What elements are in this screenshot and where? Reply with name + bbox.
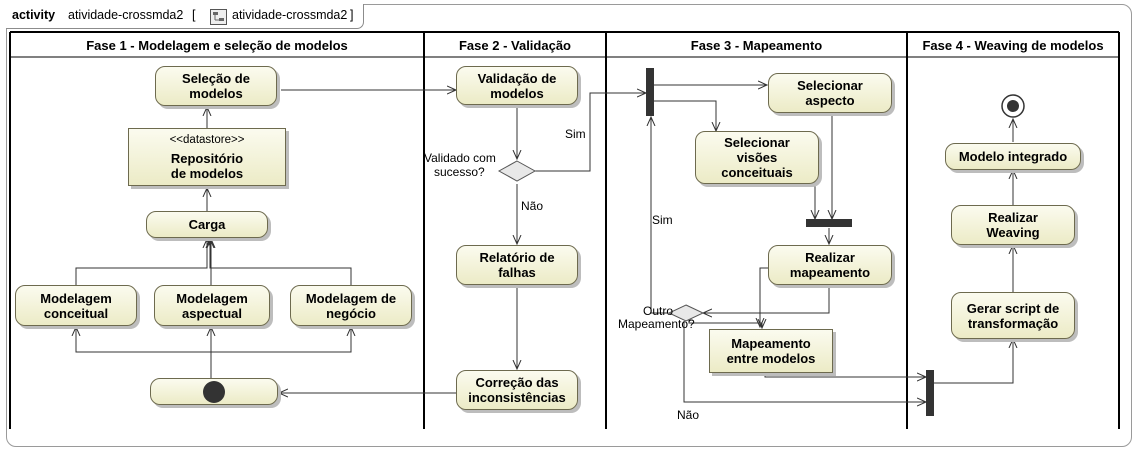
stereotype-label: <<datastore>> [169, 134, 245, 146]
node-text: aspecto [805, 93, 855, 108]
node-text: Weaving [986, 225, 1040, 240]
node-text: Selecionar [724, 135, 790, 150]
node-text: Modelagem [40, 290, 112, 306]
activity-diagram-icon [210, 9, 227, 25]
frame-bracket-close: ] [350, 8, 354, 22]
node-text: Repositório [170, 151, 244, 166]
final-node [1001, 94, 1025, 118]
initial-node [203, 381, 225, 403]
node-text: modelos [490, 85, 544, 101]
action-modelagem-conceitual[interactable]: Modelagem conceitual [15, 285, 137, 326]
action-selecionar-visoes[interactable]: Selecionar visões conceituais [695, 131, 819, 184]
fork-bar-fase3 [646, 68, 654, 116]
action-modelo-integrado[interactable]: Modelo integrado [945, 143, 1081, 170]
frame-name: atividade-crossmda2 [68, 8, 184, 22]
node-text: Realizar [805, 250, 855, 265]
node-text: modelos [189, 86, 243, 101]
edge-realizar-to-decision [703, 284, 830, 313]
node-text: conceituais [721, 165, 793, 180]
node-text: Modelo integrado [958, 149, 1068, 164]
decision-validado [497, 160, 537, 182]
label-validado-line2: sucesso? [434, 165, 485, 179]
join-bar-fase4 [926, 370, 934, 416]
join-bar-fase3 [806, 219, 852, 227]
decision-outro-mapeamento [667, 304, 705, 322]
label-sim-mapeamento: Sim [652, 213, 673, 227]
node-text: de modelos [170, 166, 244, 181]
edge-fork-to-conceitual [76, 327, 211, 353]
action-mapeamento-entre-modelos[interactable]: Mapeamento entre modelos [709, 329, 833, 373]
label-outro-line1: Outro [643, 304, 674, 318]
frame-keyword: activity [12, 8, 56, 22]
node-text: Validação de [477, 70, 557, 86]
node-text: Modelagem [176, 290, 248, 306]
node-text: Correção das [475, 375, 559, 390]
initial-node-container[interactable] [150, 378, 278, 405]
action-correcao-inconsistencias[interactable]: Correção das inconsistências [456, 370, 578, 410]
action-selecao-modelos[interactable]: Seleção de modelos [155, 66, 277, 106]
node-text: mapeamento [789, 265, 871, 280]
node-text: transformação [967, 315, 1059, 331]
edge-decision-nao-to-fork4 [683, 321, 926, 402]
node-text: Selecionar [797, 78, 863, 93]
lane-header-fase2: Fase 2 - Validação [458, 37, 571, 53]
edge-decision-sim-to-fork3 [535, 93, 646, 172]
edge-realizar-to-mapentre [760, 267, 768, 327]
swimlane-lines [9, 31, 1120, 429]
frame-bracket-open: [ [192, 8, 196, 22]
node-text: Carga [188, 217, 226, 232]
node-text: entre modelos [726, 351, 816, 366]
node-text: Modelagem de [305, 290, 397, 306]
label-nao-mapeamento: Não [677, 408, 700, 422]
edge-conceitual-to-carga [75, 239, 207, 285]
node-text: Mapeamento [731, 336, 811, 351]
edge-decision-to-mapentre [688, 317, 762, 328]
action-modelagem-negocio[interactable]: Modelagem de negócio [290, 285, 412, 326]
node-text: aspectual [182, 305, 242, 321]
action-gerar-script[interactable]: Gerar script de transformação [951, 292, 1075, 339]
edge-negocio-to-carga [210, 239, 352, 285]
node-text: Relatório de [479, 250, 555, 265]
node-text: visões [736, 150, 778, 165]
label-nao-validacao: Não [521, 199, 544, 213]
lane-header-fase1: Fase 1 - Modelagem e seleção de modelos [86, 37, 348, 53]
label-outro-line2: Mapeamento? [618, 317, 695, 331]
node-text: falhas [498, 265, 536, 280]
frame-title-tab: activity atividade-crossmda2 [ atividade… [6, 4, 364, 29]
action-relatorio-falhas[interactable]: Relatório de falhas [456, 245, 578, 285]
action-realizar-mapeamento[interactable]: Realizar mapeamento [768, 245, 892, 285]
label-sim-validacao: Sim [565, 127, 586, 141]
frame-name-repeat: atividade-crossmda2 [232, 8, 348, 22]
node-text: Realizar [988, 210, 1038, 225]
label-validado-line1: Validado com [424, 151, 496, 165]
action-modelagem-aspectual[interactable]: Modelagem aspectual [154, 285, 270, 326]
node-text: Gerar script de [966, 300, 1060, 316]
node-text: negócio [326, 305, 376, 321]
node-text: conceitual [43, 305, 109, 321]
action-validacao-modelos[interactable]: Validação de modelos [456, 66, 578, 105]
action-selecionar-aspecto[interactable]: Selecionar aspecto [768, 73, 892, 113]
node-text: Seleção de [182, 71, 250, 86]
action-realizar-weaving[interactable]: Realizar Weaving [951, 205, 1075, 245]
edge-decision-sim-loop [651, 117, 667, 314]
edge-fork-to-negocio [211, 327, 351, 353]
datastore-repositorio[interactable]: <<datastore>> Repositório de modelos [128, 128, 286, 186]
action-carga[interactable]: Carga [146, 211, 268, 238]
node-text: inconsistências [468, 390, 566, 405]
edge-fork4-to-gerar [934, 339, 1013, 384]
edge-mapentre-to-fork4 [764, 373, 926, 377]
lane-header-fase3: Fase 3 - Mapeamento [690, 37, 823, 53]
edge-fork3-to-visoes [654, 100, 716, 131]
lane-header-fase4: Fase 4 - Weaving de modelos [922, 37, 1104, 53]
